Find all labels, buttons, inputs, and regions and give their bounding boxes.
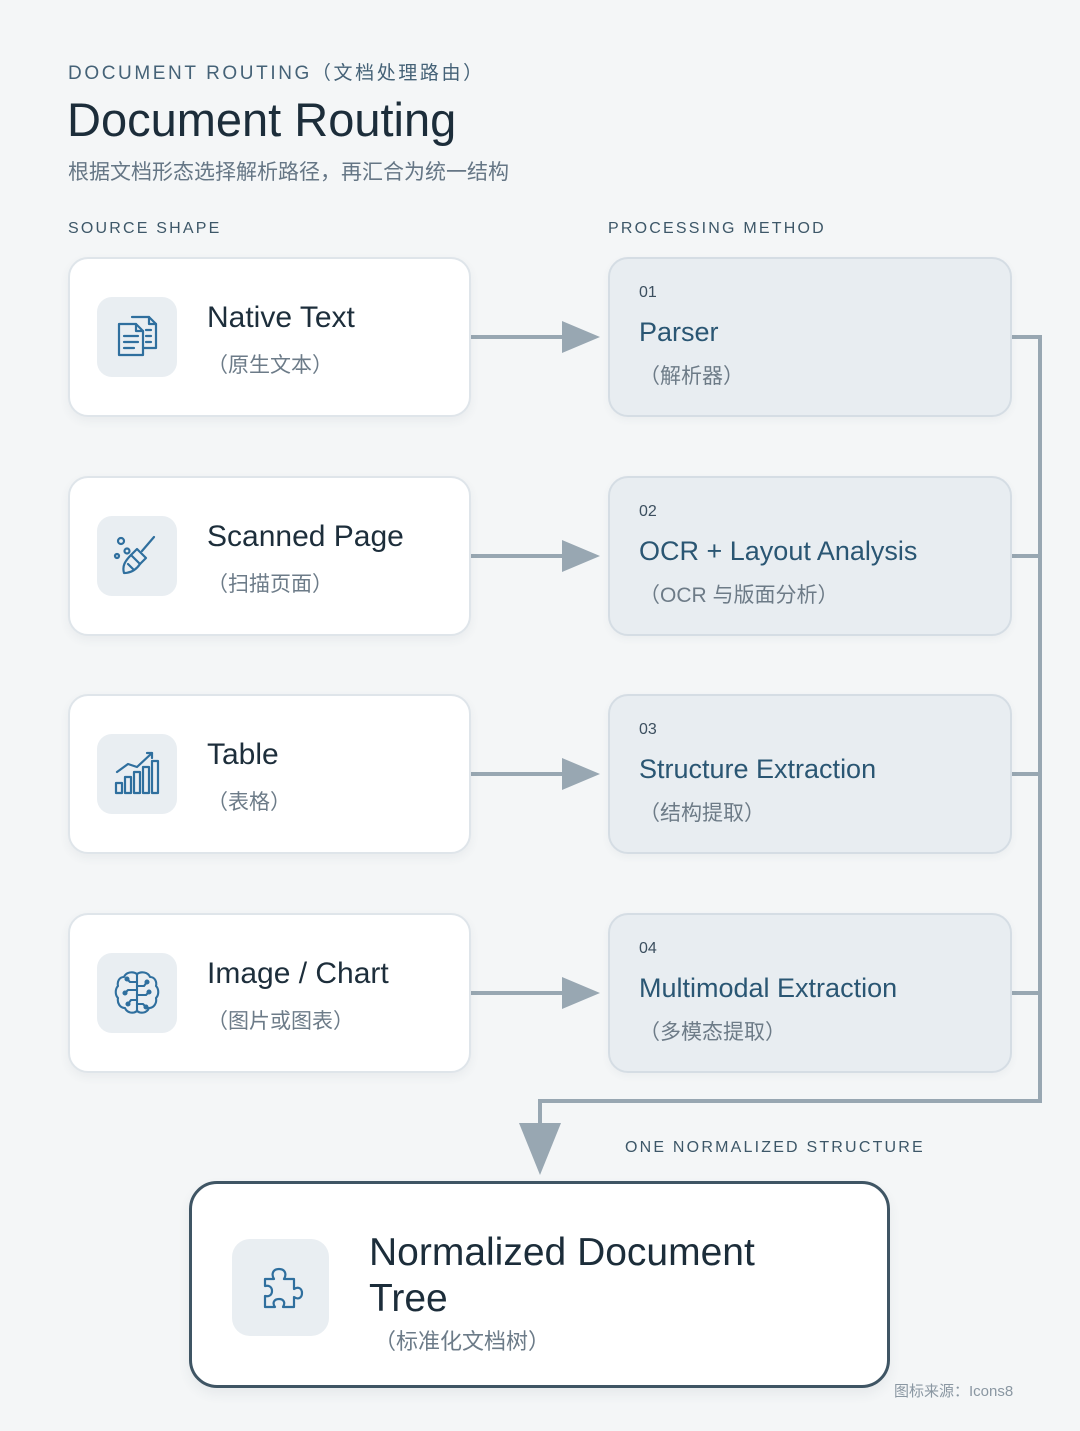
source-subtitle: （原生文本） (207, 354, 333, 377)
brain-circuit-icon (97, 953, 177, 1033)
method-card-structure-extraction: 03 Structure Extraction （结构提取） (608, 694, 1012, 854)
method-title: Multimodal Extraction (639, 973, 898, 1003)
method-title: OCR + Layout Analysis (639, 536, 918, 566)
bar-chart-icon (97, 734, 177, 814)
source-card-scanned-page: Scanned Page （扫描页面） (68, 476, 471, 636)
broom-icon (97, 516, 177, 596)
normalized-document-tree-card: Normalized Document Tree （标准化文档树） (189, 1181, 890, 1388)
source-title: Native Text (207, 301, 355, 334)
method-subtitle: （OCR 与版面分析） (639, 584, 839, 607)
page-subtitle: 根据文档形态选择解析路径，再汇合为统一结构 (68, 161, 509, 184)
method-card-ocr-layout: 02 OCR + Layout Analysis （OCR 与版面分析） (608, 476, 1012, 636)
normalized-structure-label: ONE NORMALIZED STRUCTURE (625, 1139, 925, 1156)
page-title: Document Routing (67, 93, 457, 146)
normalized-title: Normalized Document Tree (369, 1231, 755, 1320)
method-subtitle: （解析器） (639, 365, 744, 388)
source-title: Table (207, 738, 279, 771)
method-subtitle: （结构提取） (639, 802, 765, 825)
document-text-icon (97, 297, 177, 377)
method-number: 04 (639, 940, 657, 957)
method-card-multimodal-extraction: 04 Multimodal Extraction （多模态提取） (608, 913, 1012, 1073)
method-number: 02 (639, 503, 657, 520)
source-subtitle: （扫描页面） (207, 573, 333, 596)
normalized-subtitle: （标准化文档树） (374, 1329, 551, 1354)
diagram-eyebrow: DOCUMENT ROUTING（文档处理路由） (68, 63, 485, 84)
method-card-parser: 01 Parser （解析器） (608, 257, 1012, 417)
icon-credit: 图标来源：Icons8 (894, 1383, 1014, 1400)
source-card-native-text: Native Text （原生文本） (68, 257, 471, 417)
source-title: Image / Chart (207, 957, 389, 990)
puzzle-icon (232, 1239, 329, 1336)
method-title: Parser (639, 317, 719, 347)
method-column-label: PROCESSING METHOD (608, 220, 826, 237)
method-title: Structure Extraction (639, 754, 877, 784)
source-card-table: Table （表格） (68, 694, 471, 854)
source-subtitle: （表格） (207, 791, 291, 814)
source-column-label: SOURCE SHAPE (68, 220, 222, 237)
method-subtitle: （多模态提取） (639, 1021, 786, 1044)
source-title: Scanned Page (207, 520, 404, 553)
method-number: 03 (639, 721, 657, 738)
method-number: 01 (639, 284, 657, 301)
source-card-image-chart: Image / Chart （图片或图表） (68, 913, 471, 1073)
source-subtitle: （图片或图表） (207, 1010, 354, 1033)
